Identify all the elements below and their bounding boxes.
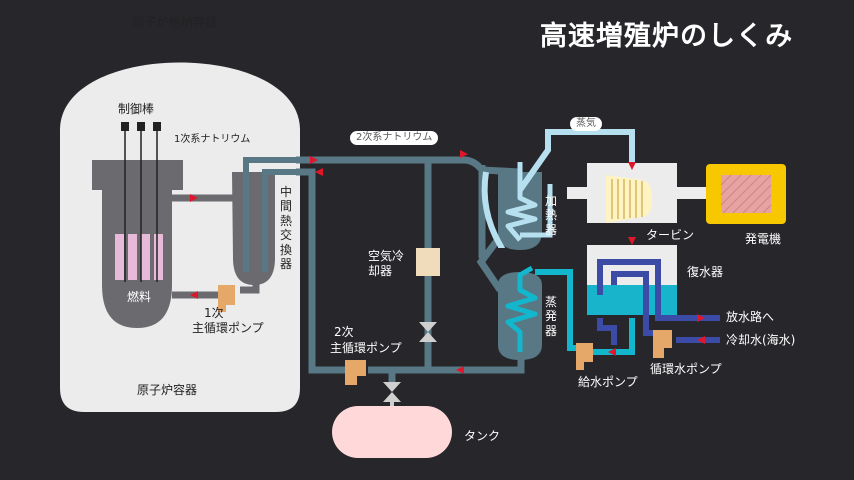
circulating-water-pump — [653, 330, 672, 358]
fuel-label: 燃料 — [127, 290, 152, 304]
feedwater-pipe — [535, 269, 578, 351]
steam-generator-label: 蒸発器 — [544, 295, 557, 338]
intermediate-heat-exchanger — [232, 172, 275, 285]
fuel-assemblies — [115, 234, 163, 280]
secondary-sodium-label: 2次系ナトリウム — [350, 131, 439, 145]
air-cooler — [416, 248, 440, 276]
superheater-label: 加熱器 — [544, 194, 557, 237]
containment-label: 原子炉格納容器 — [133, 15, 218, 29]
primary-pump-label-2: 主循環ポンプ — [192, 321, 264, 335]
generator-label: 発電機 — [745, 232, 782, 246]
valve-air-cooler — [419, 322, 437, 342]
intermediate-hx-label: 中間熱交換器 — [279, 185, 292, 271]
flow-arrows — [190, 150, 705, 374]
reactor-vessel-label: 原子炉容器 — [137, 383, 198, 397]
secondary-pump — [345, 360, 366, 385]
tank — [332, 406, 452, 458]
primary-pump-label-1: 1次 — [204, 306, 224, 320]
secondary-pump-label-2: 主循環ポンプ — [330, 341, 402, 355]
control-rods-label: 制御棒 — [118, 102, 155, 116]
diagram-title: 高速増殖炉のしくみ — [540, 21, 794, 52]
circulating-pump-label: 循環水ポンプ — [650, 362, 722, 376]
air-cooler-label: 空気冷却器 — [368, 249, 405, 278]
tank-label: タンク — [464, 429, 501, 443]
primary-pump — [218, 285, 235, 312]
feedwater-pump-label: 給水ポンプ — [578, 375, 638, 389]
containment-vessel — [60, 62, 300, 412]
cooling-water-label: 冷却水(海水) — [726, 333, 796, 347]
secondary-pump-label-1: 2次 — [334, 325, 354, 339]
turbine-label: タービン — [646, 228, 695, 242]
turbine — [606, 175, 652, 223]
steam-label: 蒸気 — [570, 117, 602, 131]
steam-pipe — [517, 129, 635, 192]
condenser-label: 復水器 — [687, 265, 724, 279]
feedwater-pump — [576, 343, 593, 370]
control-rods — [121, 122, 161, 282]
valve-tank — [383, 382, 401, 402]
discharge-label: 放水路へ — [726, 310, 775, 324]
primary-sodium-label: 1次系ナトリウム — [174, 134, 251, 145]
